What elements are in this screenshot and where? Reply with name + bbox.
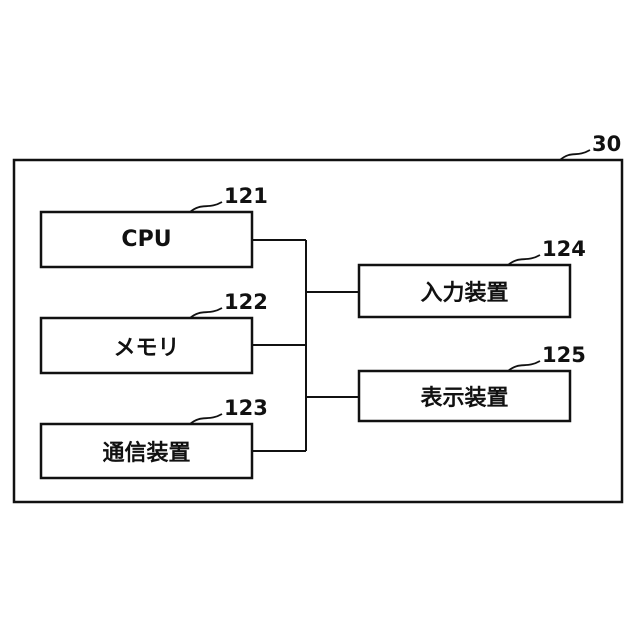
ref-123: 123	[224, 396, 268, 420]
leader-124	[508, 255, 540, 265]
ref-124: 124	[542, 237, 586, 261]
box-label-memory: メモリ	[41, 318, 252, 373]
bus-lines	[252, 240, 359, 451]
leader-122	[190, 308, 222, 318]
box-label-cpu: CPU	[41, 212, 252, 267]
ref-122: 122	[224, 290, 268, 314]
leader-121	[190, 202, 222, 212]
ref-121: 121	[224, 184, 268, 208]
box-label-comm: 通信装置	[41, 424, 252, 478]
ref-30: 30	[592, 132, 621, 156]
box-label-display: 表示装置	[359, 371, 570, 421]
leader-123	[190, 414, 222, 424]
leader-125	[508, 361, 540, 371]
ref-125: 125	[542, 343, 586, 367]
leader-30	[560, 150, 590, 160]
box-label-input: 入力装置	[359, 265, 570, 317]
